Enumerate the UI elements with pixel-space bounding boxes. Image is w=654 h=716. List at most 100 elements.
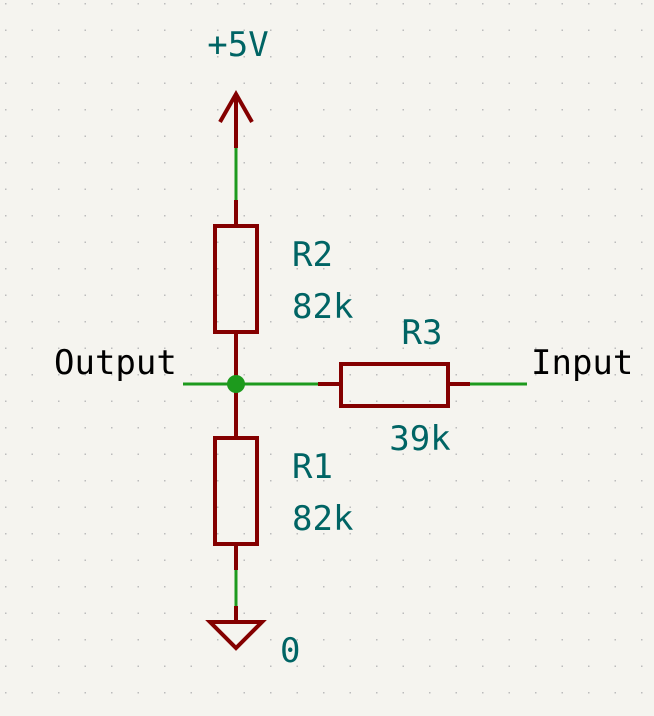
- grid-dot: [111, 347, 113, 349]
- grid-dot: [376, 374, 378, 376]
- grid-dot: [296, 533, 298, 535]
- grid-dot: [561, 480, 563, 482]
- grid-dot: [296, 665, 298, 667]
- grid-dot: [58, 586, 60, 588]
- grid-dot: [455, 29, 457, 31]
- grid-dot: [455, 586, 457, 588]
- grid-dot: [137, 241, 139, 243]
- grid-dot: [588, 480, 590, 482]
- grid-dot: [217, 453, 219, 455]
- grid-dot: [349, 692, 351, 694]
- grid-dot: [164, 29, 166, 31]
- grid-dot: [588, 268, 590, 270]
- grid-dot: [5, 56, 7, 58]
- grid-dot: [508, 56, 510, 58]
- grid-dot: [535, 215, 537, 217]
- grid-dot: [190, 82, 192, 84]
- grid-dot: [482, 109, 484, 111]
- power-vcc-symbol[interactable]: [218, 89, 254, 148]
- grid-dot: [270, 135, 272, 137]
- grid-dot: [482, 427, 484, 429]
- grid-dot: [376, 559, 378, 561]
- grid-dot: [217, 3, 219, 5]
- grid-dot: [84, 480, 86, 482]
- grid-dot: [376, 400, 378, 402]
- grid-dot: [455, 427, 457, 429]
- grid-dot: [614, 3, 616, 5]
- grid-dot: [31, 268, 33, 270]
- grid-dot: [31, 215, 33, 217]
- grid-dot: [190, 533, 192, 535]
- grid-dot: [323, 29, 325, 31]
- grid-dot: [429, 453, 431, 455]
- grid-dot: [5, 559, 7, 561]
- grid-dot: [323, 506, 325, 508]
- grid-dot: [243, 268, 245, 270]
- grid-dot: [482, 268, 484, 270]
- grid-dot: [561, 533, 563, 535]
- grid-dot: [614, 56, 616, 58]
- grid-dot: [508, 3, 510, 5]
- grid-dot: [588, 639, 590, 641]
- grid-dot: [535, 453, 537, 455]
- grid-dot: [243, 533, 245, 535]
- grid-dot: [296, 82, 298, 84]
- grid-dot: [508, 400, 510, 402]
- grid-dot: [482, 692, 484, 694]
- grid-dot: [5, 480, 7, 482]
- grid-dot: [482, 612, 484, 614]
- grid-dot: [429, 215, 431, 217]
- grid-dot: [84, 533, 86, 535]
- grid-dot: [588, 427, 590, 429]
- grid-dot: [508, 215, 510, 217]
- grid-dot: [111, 639, 113, 641]
- grid-dot: [137, 533, 139, 535]
- grid-dot: [588, 453, 590, 455]
- grid-dot: [429, 135, 431, 137]
- grid-dot: [376, 56, 378, 58]
- grid-dot: [217, 374, 219, 376]
- grid-dot: [535, 241, 537, 243]
- grid-dot: [31, 400, 33, 402]
- grid-dot: [376, 533, 378, 535]
- grid-dot: [323, 453, 325, 455]
- grid-dot: [58, 82, 60, 84]
- grid-dot: [508, 294, 510, 296]
- grid-dot: [482, 506, 484, 508]
- ground-symbol[interactable]: [205, 606, 267, 651]
- resistor-r3[interactable]: [318, 362, 470, 408]
- grid-dot: [137, 188, 139, 190]
- grid-dot: [323, 692, 325, 694]
- grid-dot: [508, 162, 510, 164]
- grid-dot: [164, 215, 166, 217]
- grid-dot: [270, 506, 272, 508]
- grid-dot: [349, 294, 351, 296]
- grid-dot: [349, 188, 351, 190]
- grid-dot: [614, 612, 616, 614]
- grid-dot: [429, 612, 431, 614]
- grid-dot: [5, 586, 7, 588]
- grid-dot: [614, 400, 616, 402]
- grid-dot: [296, 453, 298, 455]
- grid-dot: [111, 135, 113, 137]
- grid-dot: [84, 29, 86, 31]
- grid-dot: [402, 374, 404, 376]
- grid-dot: [31, 188, 33, 190]
- grid-dot: [164, 82, 166, 84]
- grid-dot: [482, 374, 484, 376]
- grid-dot: [455, 347, 457, 349]
- grid-dot: [84, 639, 86, 641]
- grid-dot: [402, 427, 404, 429]
- grid-dot: [561, 506, 563, 508]
- grid-dot: [561, 241, 563, 243]
- grid-dot: [561, 294, 563, 296]
- grid-dot: [614, 82, 616, 84]
- grid-dot: [482, 241, 484, 243]
- grid-dot: [5, 294, 7, 296]
- grid-dot: [217, 400, 219, 402]
- grid-dot: [614, 639, 616, 641]
- grid-dot: [58, 480, 60, 482]
- grid-dot: [217, 215, 219, 217]
- grid-dot: [296, 559, 298, 561]
